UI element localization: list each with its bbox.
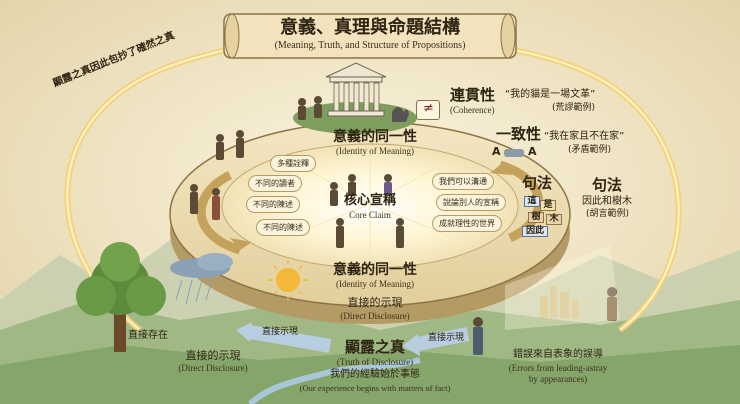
syntax-blocks: 這 是 樹 木 因此 [522,194,572,238]
errors-en-1: (Errors from leading-astray [508,363,608,373]
syntax-example-note: (胡言範例) [586,209,630,219]
syntax-block: 因此 [522,226,548,238]
pill-statements-2: 不同的陳述 [256,219,310,236]
coherence-example: “我的貓是一場文革” [505,89,596,100]
consistency-example: “我在家且不在家” [544,131,625,142]
page-title: 意義、真理與命題結構 [280,17,460,38]
a-switch-a-icon: A A [492,145,537,158]
errors-title: 錯誤來自表象的誤導 [513,349,603,360]
pill-interpretations: 多種詮釋 [270,155,316,172]
consistency-title: 一致性 [496,125,542,143]
direct-existence-label: 直接存在 [128,330,168,341]
pill-rational-world: 成就理性的世界 [432,215,502,232]
syntax-block: 木 [546,214,562,226]
consistency-example-note: (矛盾範例) [568,145,612,155]
direct-disclosure-center: 直接的示現 [347,296,403,309]
truth-of-disclosure-title: 顯露之真 [344,338,405,356]
coherence-title: 連貫性 [450,86,496,104]
pill-readers: 不同的讀者 [248,175,302,192]
pill-discuss-claims: 說論別人的宣稱 [436,194,506,211]
page-subtitle: (Meaning, Truth, and Structure of Propos… [274,40,466,51]
pill-communicate: 我們可以溝通 [432,173,494,190]
syntax-block: 樹 [528,212,544,224]
experience-statement-en: (Our experience begins with matters of f… [299,383,451,393]
truth-of-disclosure-en: (Truth of Disclosure) [336,357,414,367]
not-equal-icon: ≠ [416,100,440,120]
syntax-label: 句法 [522,174,553,192]
arrow-label-right: 直接示現 [428,333,465,343]
errors-en-2: by appearances) [528,374,588,384]
identity-top-title: 意義的同一性 [333,129,417,145]
coherence-example-note: (荒謬範例) [552,103,596,113]
identity-bottom-en: (Identity of Meaning) [336,279,414,289]
direct-disclosure-center-en: (Direct Disclosure) [340,311,410,321]
core-claim-en: Core Claim [349,210,391,220]
identity-bottom-title: 意義的同一性 [333,262,417,278]
core-claim-title: 核心宣稱 [343,193,396,208]
syntax-block: 是 [540,200,556,212]
syntax-block: 這 [524,196,540,208]
coherence-en: (Coherence) [450,105,495,115]
syntax-example: 因此和樹木 [582,196,632,207]
direct-disclosure-left: 直接的示現 [185,349,241,362]
pill-statements-1: 不同的陳述 [246,196,300,213]
identity-top-en: (Identity of Meaning) [336,146,414,156]
direct-disclosure-left-en: (Direct Disclosure) [178,363,248,373]
syntax-title: 句法 [592,176,623,194]
experience-statement: 我們的經驗始於事態 [330,369,420,380]
arrow-label-left: 直接示現 [262,327,299,337]
